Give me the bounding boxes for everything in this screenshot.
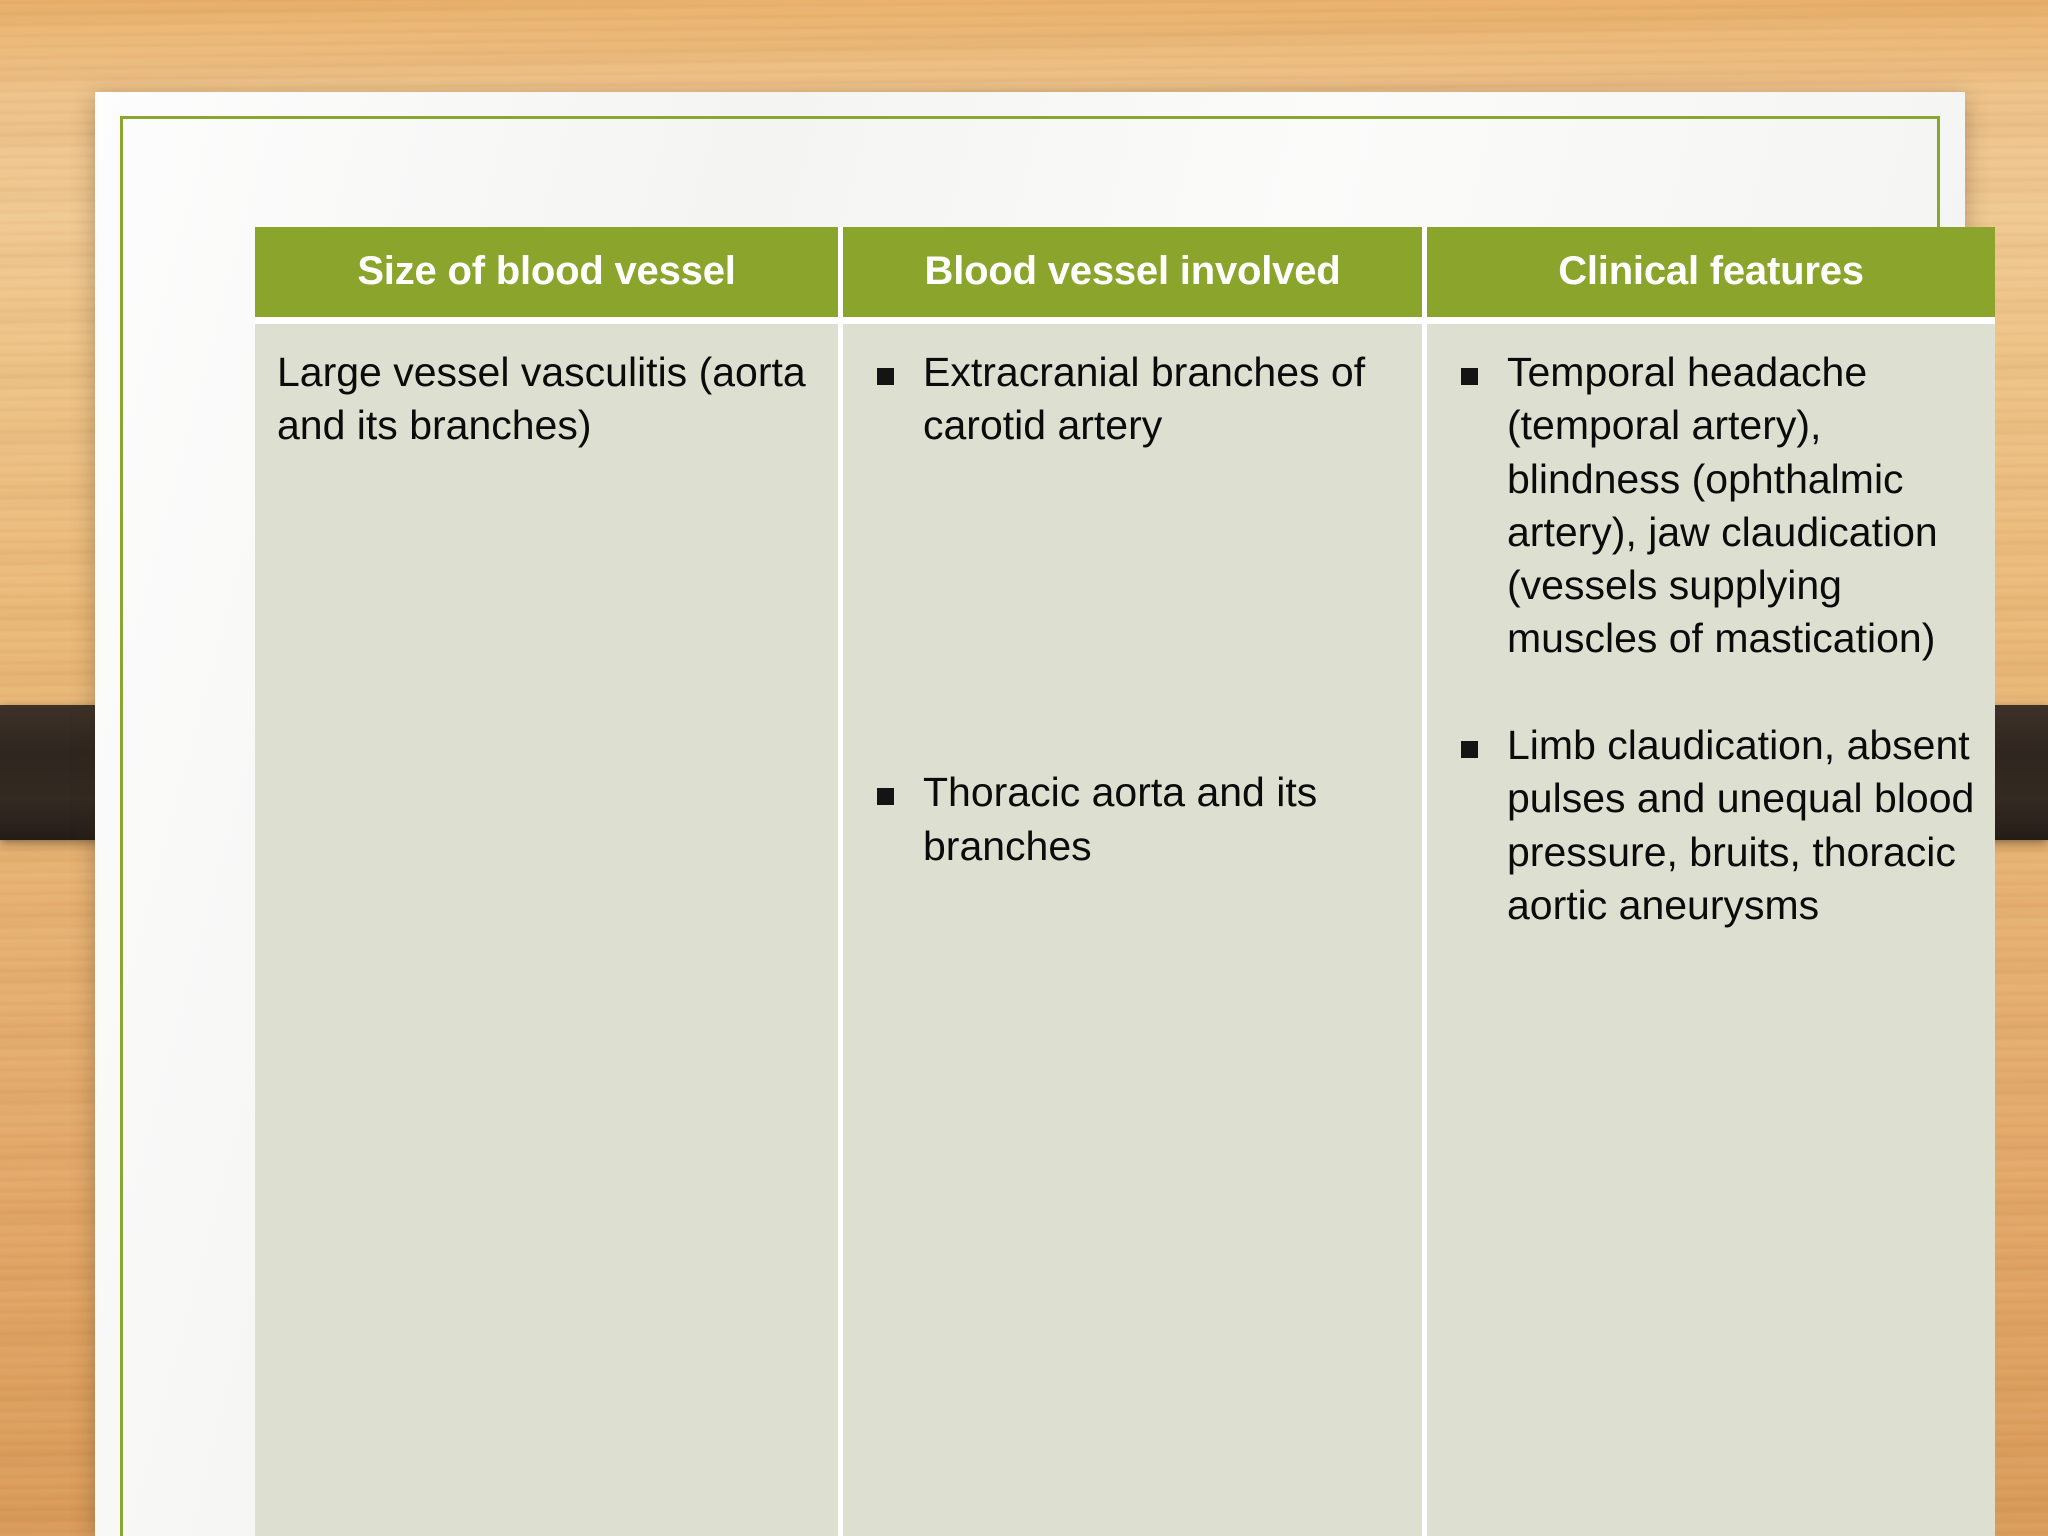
cell-clinical-features: Temporal headache (temporal artery), bli… — [1427, 317, 1995, 1536]
list-item: Temporal headache (temporal artery), bli… — [1445, 346, 1979, 666]
slide-page: Size of blood vessel Blood vessel involv… — [95, 92, 1995, 1536]
table-header-row: Size of blood vessel Blood vessel involv… — [255, 227, 1995, 317]
bullet-text: Thoracic aorta and its branches — [923, 769, 1318, 869]
list-item: Thoracic aorta and its branches — [861, 766, 1406, 873]
column-header-size-of-blood-vessel: Size of blood vessel — [255, 227, 843, 317]
clinical-features-list: Temporal headache (temporal artery), bli… — [1445, 346, 1979, 932]
list-item: Limb claudication, absent pulses and une… — [1445, 719, 1979, 932]
bullet-text: Extracranial branches of carotid artery — [923, 349, 1366, 449]
column-header-blood-vessel-involved: Blood vessel involved — [843, 227, 1427, 317]
vasculitis-table: Size of blood vessel Blood vessel involv… — [255, 227, 1995, 1536]
bullet-text: Temporal headache (temporal artery), bli… — [1507, 349, 1938, 662]
table-row: Large vessel vasculitis (aorta and its b… — [255, 317, 1995, 1536]
cell-blood-vessel-involved: Extracranial branches of carotid artery … — [843, 317, 1427, 1536]
bullet-text: Limb claudication, absent pulses and une… — [1507, 722, 1975, 928]
cell-size-of-blood-vessel: Large vessel vasculitis (aorta and its b… — [255, 317, 843, 1536]
list-item: Extracranial branches of carotid artery — [861, 346, 1406, 453]
size-of-blood-vessel-text: Large vessel vasculitis (aorta and its b… — [277, 349, 806, 449]
column-header-clinical-features: Clinical features — [1427, 227, 1995, 317]
blood-vessel-involved-list: Extracranial branches of carotid artery … — [861, 346, 1406, 873]
